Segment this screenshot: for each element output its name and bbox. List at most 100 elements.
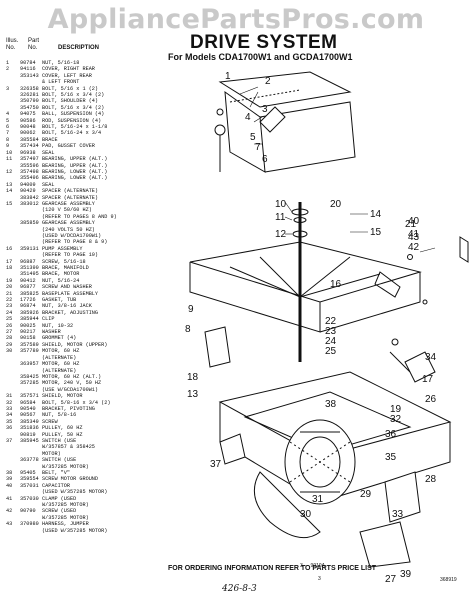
part-description: BELT, "V" (42, 470, 71, 476)
callout-3: 3 (262, 104, 268, 115)
parts-list-row: MOTOR) (6, 451, 156, 457)
parts-list-row: W/357285 MOTOR) (6, 515, 156, 521)
callout-1: 1 (225, 71, 231, 82)
callout-17: 17 (422, 374, 434, 385)
part-number: 96874 (20, 303, 36, 310)
part-description: (REFER TO PAGE 10) (42, 252, 99, 259)
part-description: SCREW, 5/16-18 (42, 258, 86, 265)
parts-list-row: (USED W/357285 MOTOR) (6, 489, 156, 495)
part-description: PAD, GUSSET COVER (42, 143, 95, 150)
part-illus-no: 19 (6, 277, 13, 284)
part-number: 90048 (20, 124, 36, 131)
part-number: 90540 (20, 405, 36, 412)
part-description: BOLT, 5/8-16 x 3/4 (2) (42, 399, 111, 406)
part-number: 350790 (20, 98, 39, 105)
part-illus-no: 27 (6, 329, 13, 336)
part-description: (REFER TO PAGES 8 AND 9) (42, 213, 117, 220)
part-number: 355496 (20, 175, 39, 182)
parts-list-row: (USED W/DCDA1700W1) (6, 233, 156, 239)
callout-22: 22 (325, 316, 337, 327)
part-description: GROMMET (4) (42, 335, 77, 342)
part-number: 385825 (20, 290, 39, 297)
part-number: 383842 (20, 194, 39, 201)
callout-20: 20 (330, 199, 342, 210)
part-number: 385944 (20, 316, 39, 323)
callout-27: 27 (385, 574, 397, 582)
part-description: (USED W/357285 MOTOR) (42, 489, 108, 496)
callout-8: 8 (185, 324, 191, 335)
part-description: (USE W/GCDA1700W1) (42, 386, 99, 393)
callout-40: 40 (408, 216, 420, 227)
parts-list-row: (120 V 50/60 HZ) (6, 207, 156, 213)
callout-41: 41 (408, 229, 420, 240)
part-description: SHIELD, MOTOR (42, 393, 83, 400)
part-illus-no: 25 (6, 316, 13, 323)
part-number: 363957 (20, 361, 39, 368)
description-label: DESCRIPTION (58, 45, 100, 51)
part-illus-no: 43 (6, 521, 13, 528)
part-description: BEARING, UPPER (ALT.) (42, 162, 108, 169)
exploded-diagram: 1 2 3 4 5 6 7 8 9 10 11 12 13 14 15 16 1… (185, 71, 469, 582)
callout-39: 39 (400, 569, 412, 580)
part-number: 95405 (20, 470, 36, 476)
part-number: 357031 (20, 482, 39, 489)
page-number: 3 (318, 576, 321, 582)
part-description: BASEPLATE ASSEMBLY (42, 290, 99, 297)
part-illus-no: 26 (6, 322, 13, 329)
part-number: 90025 (20, 322, 36, 329)
part-description: BEARING, LOWER (ALT.) (42, 175, 108, 182)
belt-drawing (253, 471, 321, 539)
callout-38: 38 (325, 399, 337, 410)
part-description: SPACER (ALTERNATE) (42, 194, 99, 201)
callout-30: 30 (300, 509, 312, 520)
part-description: (120 V 50/60 HZ) (42, 207, 92, 214)
part-number: 355596 (20, 162, 39, 169)
part-number: 90790 (20, 508, 36, 515)
callout-4: 4 (245, 112, 251, 123)
part-description: NUT, 5/16-24 (42, 277, 80, 284)
part-number: 96877 (20, 284, 36, 291)
part-description: BOLT, 5/16 x 3/4 (2) (42, 92, 105, 99)
callout-5: 5 (250, 132, 256, 143)
part-description: MOTOR, 60 HZ (42, 361, 80, 368)
callout-24: 24 (325, 336, 337, 347)
parts-list-row: (USED W/357285 MOTOR) (6, 528, 156, 534)
part-illus-no: 22 (6, 297, 13, 304)
handwritten-note: 426-8-3 (222, 584, 257, 594)
part-description: W/357285 MOTOR) (42, 502, 89, 509)
callout-32: 32 (390, 414, 402, 425)
footer-text: FOR ORDERING INFORMATION REFER TO PARTS … (168, 565, 377, 572)
part-number: 357030 (20, 495, 39, 502)
part-illus-no: 23 (6, 303, 13, 310)
part-illus-no: 41 (6, 495, 13, 502)
part-illus-no: 35 (6, 418, 13, 425)
part-illus-no (6, 528, 20, 534)
part-description: SEAL (42, 181, 55, 188)
part-illus-no: 7 (6, 130, 10, 137)
part-description: MOTOR) (42, 450, 61, 457)
part-description: BRACE, MANIFOLD (42, 265, 89, 271)
callout-26: 26 (425, 394, 437, 405)
part-number: 383012 (20, 200, 39, 207)
part-description: SCREW MOTOR GROUND (42, 476, 99, 483)
part-number: 96584 (20, 399, 36, 406)
parts-list-row: (240 VOLTS 50 HZ) (6, 227, 156, 233)
